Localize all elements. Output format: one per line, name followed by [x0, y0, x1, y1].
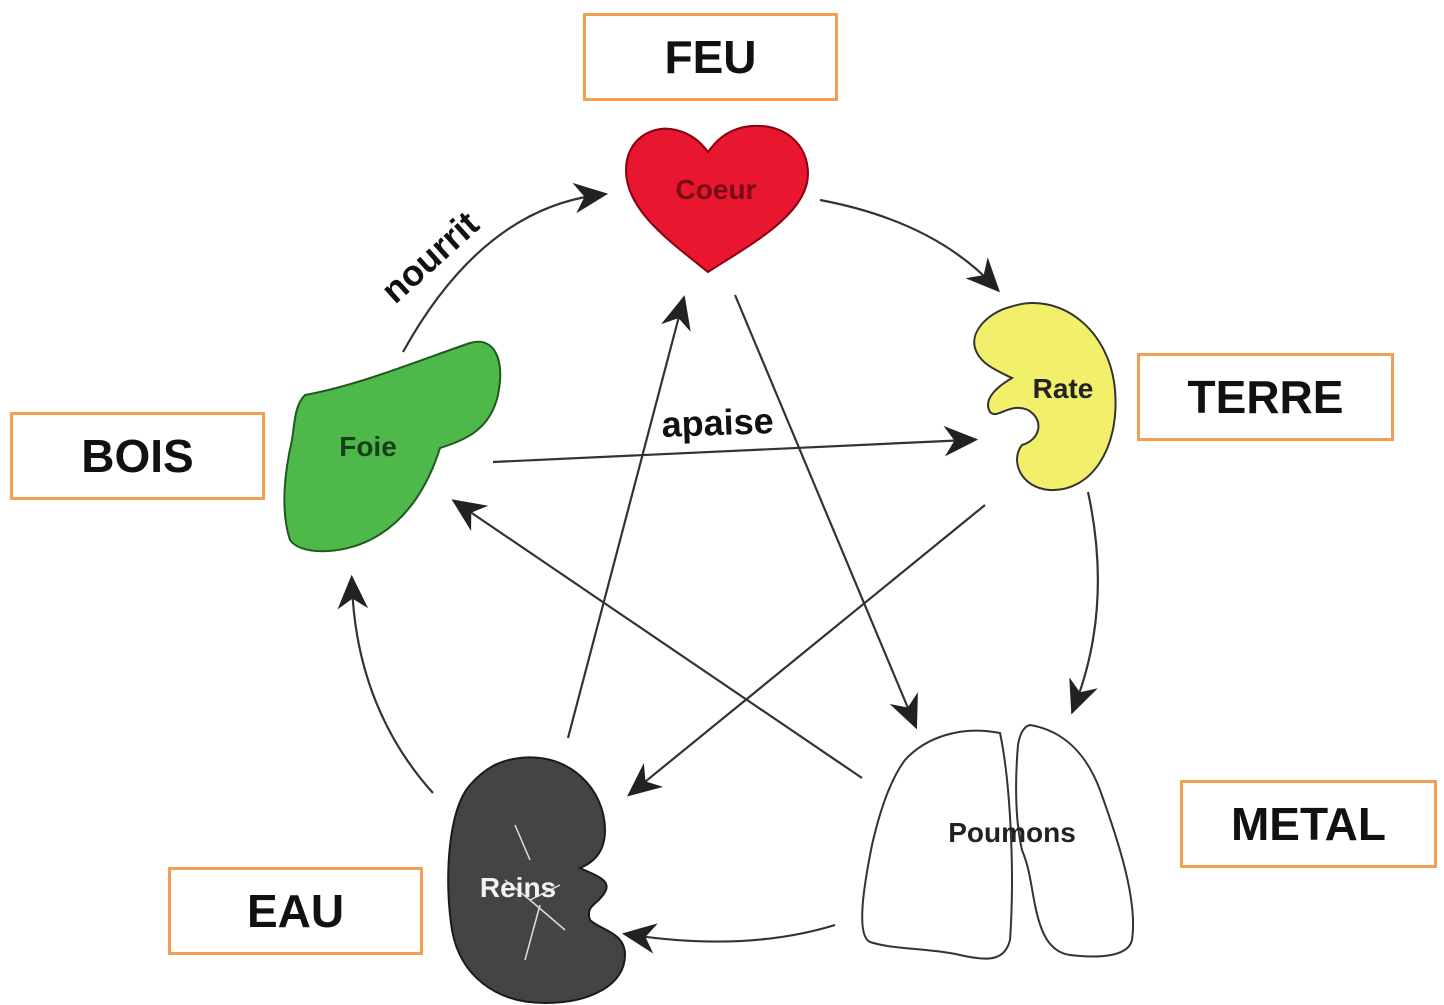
element-box-feu: FEU: [583, 13, 838, 101]
arrow-reins-to-coeur: [566, 295, 691, 739]
arrow-coeur-to-poumons: [733, 294, 918, 730]
organ-label-poumons: Poumons: [948, 817, 1076, 848]
arrow-poumons-to-foie: [451, 499, 863, 779]
coeur-organ: Coeur: [624, 124, 810, 274]
arrow-reins-to-foie: [337, 574, 434, 794]
arrow-rate-to-reins: [627, 504, 986, 797]
heart-icon: [624, 124, 810, 274]
right-lung-icon: [1015, 723, 1135, 958]
organ-label-foie: Foie: [339, 431, 397, 462]
element-box-terre: TERRE: [1137, 353, 1394, 441]
spleen-icon: [973, 302, 1117, 492]
kidney-icon: [447, 756, 627, 1005]
element-box-metal: METAL: [1180, 780, 1437, 868]
organ-label-reins: Reins: [480, 872, 556, 903]
arrow-foie-to-rate: [492, 425, 979, 464]
poumons-organ: Poumons: [861, 723, 1135, 960]
reins-organ: Reins: [447, 756, 627, 1005]
nourrit-label: nourrit: [373, 203, 487, 311]
liver-icon: [283, 340, 502, 553]
organ-label-rate: Rate: [1033, 373, 1094, 404]
nourishing-cycle-arrows: [337, 182, 1100, 954]
arrow-poumons-to-reins: [621, 923, 836, 954]
arrow-rate-to-poumons: [1069, 491, 1100, 715]
foie-organ: Foie: [283, 340, 502, 553]
arrow-foie-to-coeur: [402, 182, 609, 353]
organ-label-coeur: Coeur: [676, 174, 757, 205]
apaise-label: apaise: [661, 400, 774, 445]
element-box-eau: EAU: [168, 867, 423, 955]
element-box-bois: BOIS: [10, 412, 265, 500]
arrow-coeur-to-rate: [819, 198, 1001, 293]
kidney-vessels: [504, 824, 566, 961]
left-lung-icon: [861, 729, 1013, 960]
control-cycle-arrows: [451, 294, 986, 797]
rate-organ: Rate: [973, 302, 1117, 492]
